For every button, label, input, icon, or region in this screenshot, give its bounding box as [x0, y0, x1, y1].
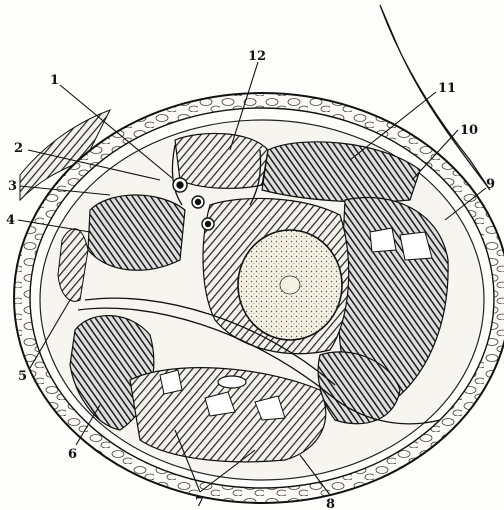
label-1: 1: [50, 73, 59, 88]
label-6: 6: [68, 447, 77, 462]
muscle-left-upper: [88, 195, 185, 270]
small-vessel: [218, 376, 246, 388]
label-11: 11: [438, 81, 456, 96]
label-8: 8: [326, 497, 335, 510]
label-5: 5: [18, 369, 27, 384]
label-3: 3: [8, 179, 17, 194]
label-12: 12: [248, 49, 266, 64]
label-7: 7: [195, 495, 204, 510]
label-9: 9: [486, 177, 495, 192]
label-4: 4: [6, 213, 15, 228]
label-2: 2: [14, 141, 23, 156]
medullary-cavity: [280, 276, 300, 294]
label-10: 10: [460, 123, 478, 138]
muscle-upper-center: [175, 133, 268, 188]
